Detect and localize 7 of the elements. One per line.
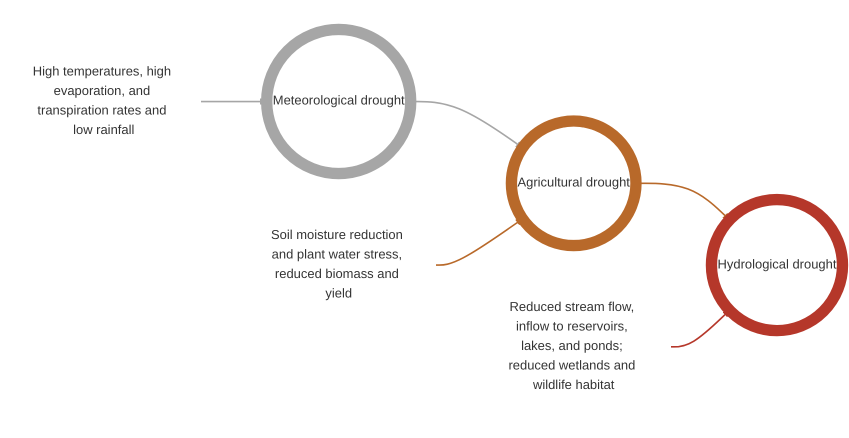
node-circle: Hydrological drought (706, 194, 848, 337)
node-text: High temperatures, high evaporation, and transpiration rates and low rainfall (32, 65, 172, 138)
arrow (670, 310, 730, 348)
node-text: Reduced stream flow, inflow to reservoirs, lakes, and ponds; reduced wetlands and wildlife habitat (508, 301, 636, 393)
node-circle: Agricultural drought (506, 116, 642, 252)
node-text: Soil moisture reduction and plant water stress, reduced biomass and yield (270, 229, 403, 302)
node-circle: Meteorological drought (261, 24, 416, 180)
